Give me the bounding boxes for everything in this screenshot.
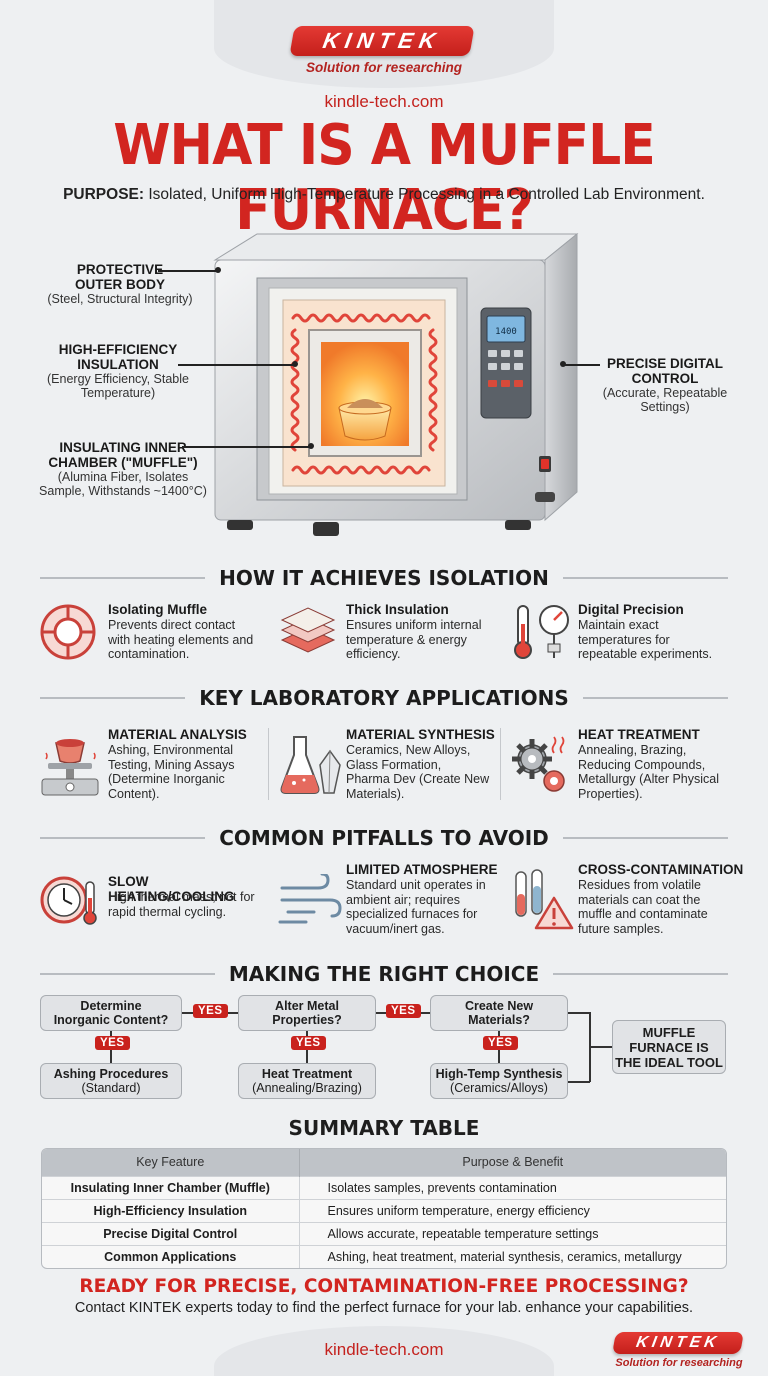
leader-dot-digital-control xyxy=(560,361,566,367)
label-outer-body: PROTECTIVE OUTER BODY (Steel, Structural… xyxy=(47,262,193,306)
purpose-label: PURPOSE: xyxy=(63,186,145,203)
flow-bracket-vertical xyxy=(589,1012,591,1082)
table-row: Insulating Inner Chamber (Muffle) Isolat… xyxy=(42,1175,726,1199)
summary-col-benefit: Purpose & Benefit xyxy=(299,1149,726,1176)
summary-table: Key Feature Purpose & Benefit Insulating… xyxy=(41,1148,727,1269)
isolation-item-insulation: Thick Insulation Ensures uniform interna… xyxy=(278,600,508,670)
divider-applications-1 xyxy=(268,728,269,800)
section-pitfalls-heading: COMMON PITFALLS TO AVOID xyxy=(0,825,768,851)
summary-heading: SUMMARY TABLE xyxy=(288,1116,480,1140)
flow-yes-down-3: YES xyxy=(483,1036,518,1050)
header: KINTEK Solution for researching xyxy=(0,0,768,90)
muffle-ring-icon xyxy=(40,604,96,660)
section-applications-heading: KEY LABORATORY APPLICATIONS xyxy=(0,685,768,711)
divider-applications-2 xyxy=(500,728,501,800)
cta-text: Contact KINTEK experts today to find the… xyxy=(74,1300,694,1316)
flow-bracket-top xyxy=(568,1012,590,1014)
leader-muffle xyxy=(182,446,310,448)
label-digital-control: PRECISE DIGITAL CONTROL (Accurate, Repea… xyxy=(602,356,728,414)
table-row: Precise Digital Control Allows accurate,… xyxy=(42,1221,726,1245)
flow-result-ashing: Ashing Procedures(Standard) xyxy=(40,1063,182,1099)
leader-dot-insulation xyxy=(292,361,298,367)
leader-digital-control xyxy=(562,364,600,366)
display-readout: 1400 xyxy=(495,327,517,337)
flow-yes-2: YES xyxy=(386,1004,421,1018)
scale-crucible-icon xyxy=(41,739,99,796)
site-url-top[interactable]: kindle-tech.com xyxy=(324,92,444,111)
purpose-line: PURPOSE: Isolated, Uniform High-Temperat… xyxy=(0,186,768,204)
application-heat-treatment: HEAT TREATMENT Annealing, Brazing,Reduci… xyxy=(510,725,750,810)
flow-yes-down-2: YES xyxy=(291,1036,326,1050)
flow-bracket-out xyxy=(590,1046,612,1048)
table-row: Common Applications Ashing, heat treatme… xyxy=(42,1244,726,1268)
thermometer-gauge-icon xyxy=(514,605,569,659)
footer-brand-tagline: Solution for researching xyxy=(615,1357,743,1369)
flow-yes-down-1: YES xyxy=(95,1036,130,1050)
pitfall-limited-atmosphere: LIMITED ATMOSPHERE Standard unit operate… xyxy=(278,862,508,942)
table-row: High-Efficiency Insulation Ensures unifo… xyxy=(42,1198,726,1222)
clock-thermometer-icon xyxy=(40,876,97,925)
leader-dot-outer-body xyxy=(215,267,221,273)
leader-dot-muffle xyxy=(308,443,314,449)
test-tubes-warning-icon xyxy=(515,869,574,930)
label-muffle: INSULATING INNER CHAMBER ("MUFFLE") (Alu… xyxy=(39,440,207,498)
flow-yes-1: YES xyxy=(193,1004,228,1018)
section-choice-heading: MAKING THE RIGHT CHOICE xyxy=(0,961,768,987)
flow-result-synthesis: High-Temp Synthesis(Ceramics/Alloys) xyxy=(430,1063,568,1099)
isolation-item-muffle: Isolating Muffle Prevents direct contact… xyxy=(38,600,268,670)
leader-outer-body xyxy=(158,270,218,272)
insulation-layers-icon xyxy=(280,607,336,653)
flask-crystal-icon xyxy=(280,736,341,794)
purpose-text: Isolated, Uniform High-Temperature Proce… xyxy=(148,186,705,203)
summary-col-feature: Key Feature xyxy=(42,1149,300,1176)
flow-bracket-bottom xyxy=(568,1081,590,1083)
label-insulation: HIGH-EFFICIENCY INSULATION (Energy Effic… xyxy=(47,342,189,400)
footer-brand-logo[interactable]: KINTEK xyxy=(612,1332,744,1354)
furnace-illustration: 1400 xyxy=(213,232,579,536)
site-url-bottom[interactable]: kindle-tech.com xyxy=(324,1340,444,1359)
flow-result-heat-treatment: Heat Treatment(Annealing/Brazing) xyxy=(238,1063,376,1099)
pitfall-slow-heating: SLOW HEATING/COOLING High thermal mass; … xyxy=(38,862,278,942)
section-isolation-heading: HOW IT ACHIEVES ISOLATION xyxy=(0,565,768,591)
leader-insulation xyxy=(178,364,294,366)
airflow-icon xyxy=(278,874,342,924)
cta-heading: READY FOR PRECISE, CONTAMINATION-FREE PR… xyxy=(79,1276,689,1297)
brand-logo[interactable]: KINTEK xyxy=(289,26,475,56)
application-material-synthesis: MATERIAL SYNTHESIS Ceramics, New Alloys,… xyxy=(280,725,500,810)
brand-tagline: Solution for researching xyxy=(305,60,463,75)
pitfall-cross-contamination: CROSS-CONTAMINATION Residues from volati… xyxy=(510,862,750,942)
gears-heat-icon xyxy=(512,736,565,792)
page-title: WHAT IS A MUFFLE FURNACE? xyxy=(113,113,656,243)
